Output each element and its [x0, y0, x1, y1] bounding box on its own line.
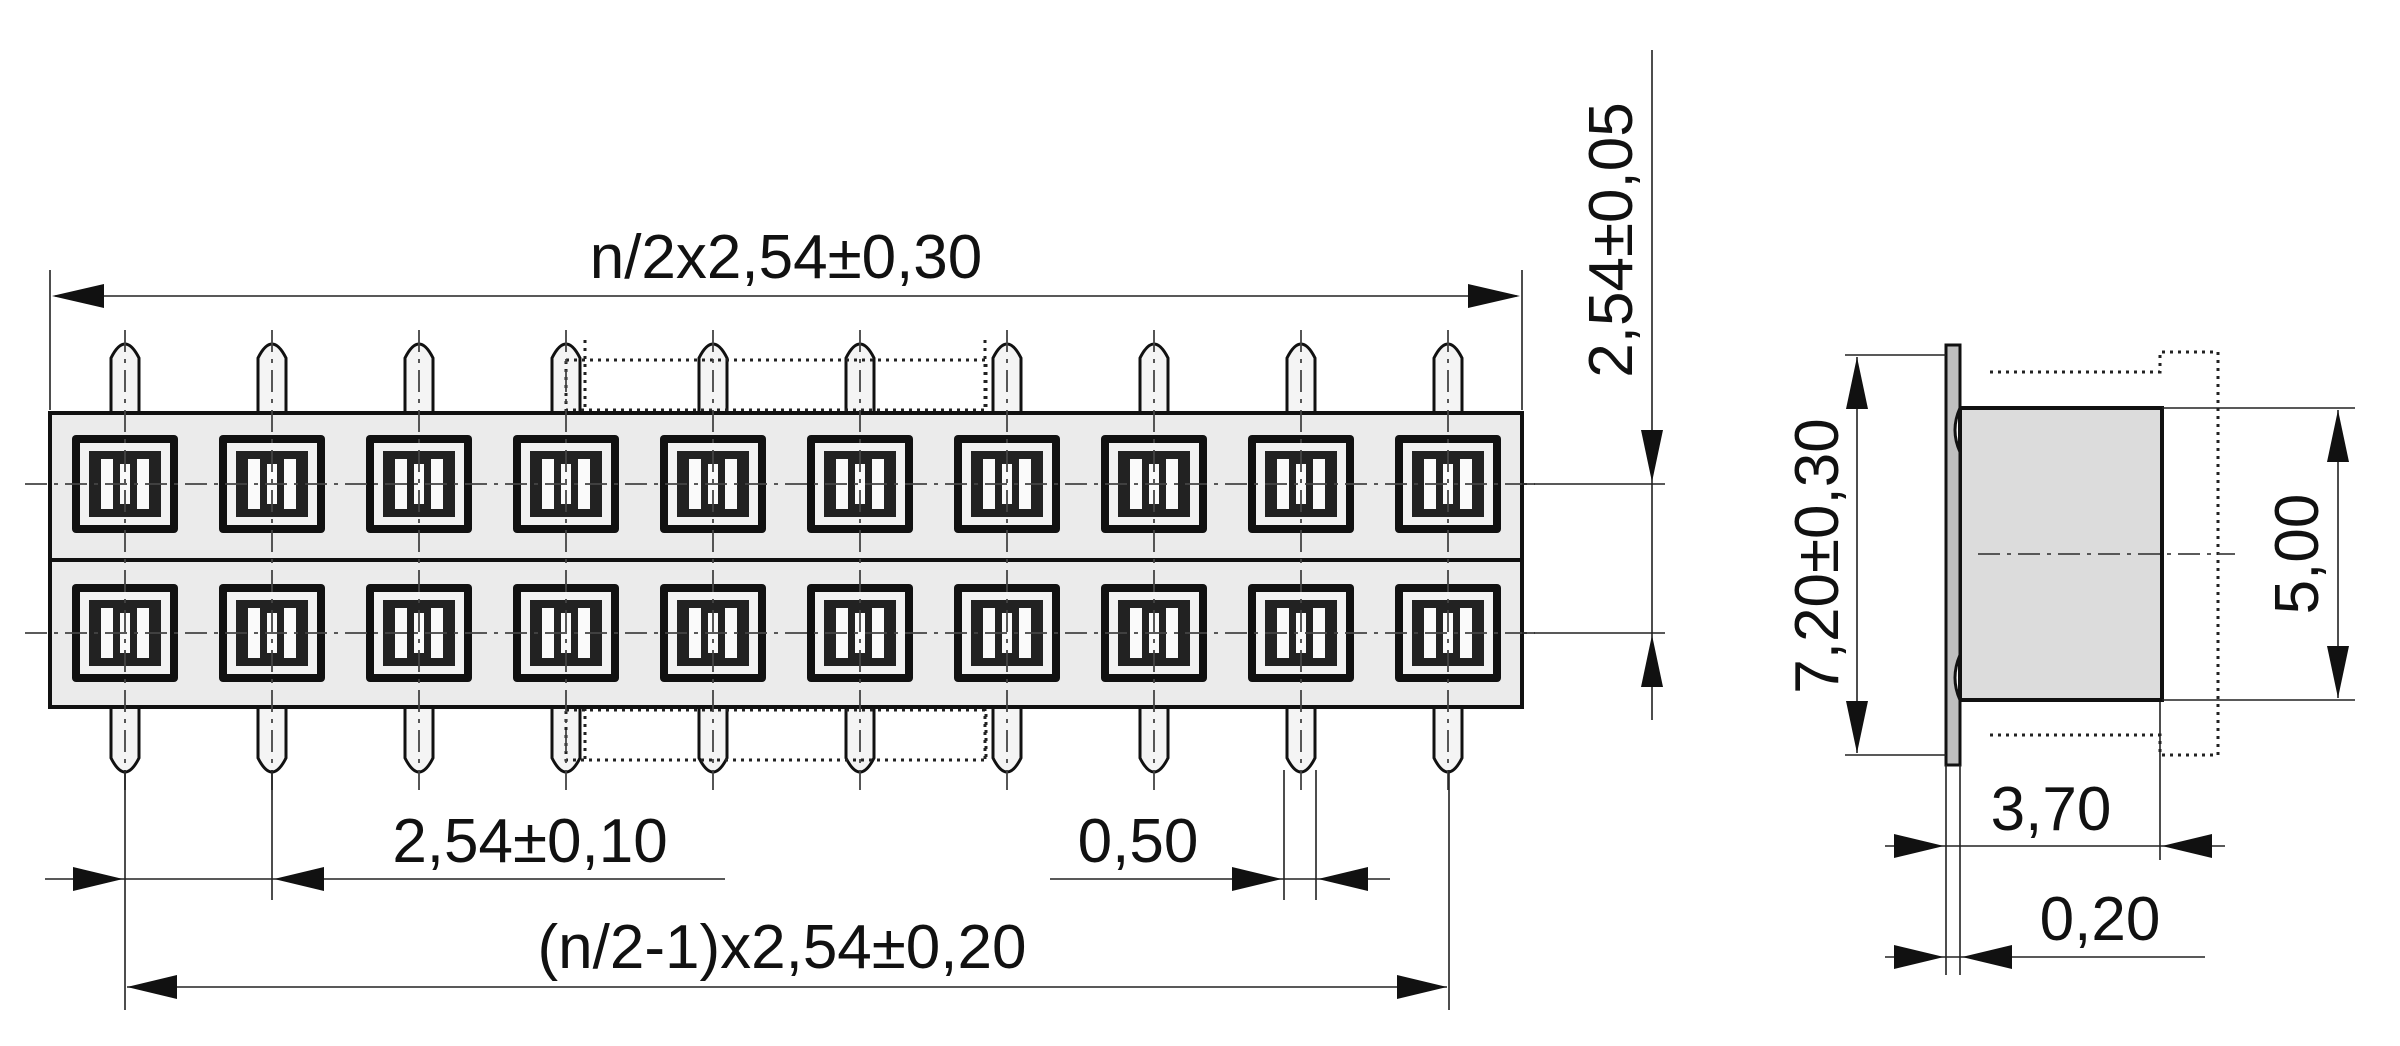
dim-depth: 3,70 — [1991, 775, 2112, 844]
arrow-down-icon — [1846, 701, 1868, 753]
hidden-outline-bottom — [564, 708, 988, 762]
arrow-left-icon — [2162, 834, 2212, 858]
arrow-right-icon — [1894, 834, 1944, 858]
arrow-left-icon — [274, 867, 324, 891]
arrow-left-icon — [1318, 867, 1368, 891]
dim-pin-span: (n/2-1)x2,54±0,20 — [538, 913, 1027, 982]
arrow-up-icon — [1846, 357, 1868, 409]
arrow-up-icon — [1641, 635, 1663, 687]
arrow-left-icon — [52, 284, 104, 308]
arrow-right-icon — [1894, 945, 1944, 969]
arrow-right-icon — [1468, 284, 1520, 308]
arrow-left-icon — [1962, 945, 2012, 969]
arrow-up-icon — [2327, 410, 2349, 462]
dim-row-pitch: 2,54±0,05 — [1577, 102, 1646, 377]
dim-pin-pitch: 2,54±0,10 — [392, 807, 667, 876]
hidden-outline-top — [564, 358, 988, 412]
dim-pin-width: 0,50 — [1078, 807, 1199, 876]
arrow-down-icon — [1641, 430, 1663, 482]
arrow-right-icon — [73, 867, 123, 891]
dim-flange-thickness: 0,20 — [2040, 885, 2161, 954]
contact-cell — [807, 584, 913, 682]
arrow-left-icon — [127, 975, 177, 999]
arrow-right-icon — [1397, 975, 1447, 999]
arrow-down-icon — [2327, 646, 2349, 698]
pin-centerlines — [124, 330, 1449, 790]
side-flange — [1944, 343, 1962, 767]
side-view: 7,20±0,30 5,00 3,70 0,20 — [1783, 343, 2355, 975]
contact-cell — [1248, 435, 1354, 533]
front-view: n/2x2,54±0,30 2,54±0,05 2,54±0,10 0,50 (… — [25, 50, 1665, 1010]
dim-height: 7,20±0,30 — [1783, 418, 1852, 693]
dim-body-height: 5,00 — [2263, 494, 2332, 615]
contact-cell — [366, 435, 472, 533]
dim-overall-length: n/2x2,54±0,30 — [590, 223, 983, 292]
arrow-right-icon — [1232, 867, 1282, 891]
